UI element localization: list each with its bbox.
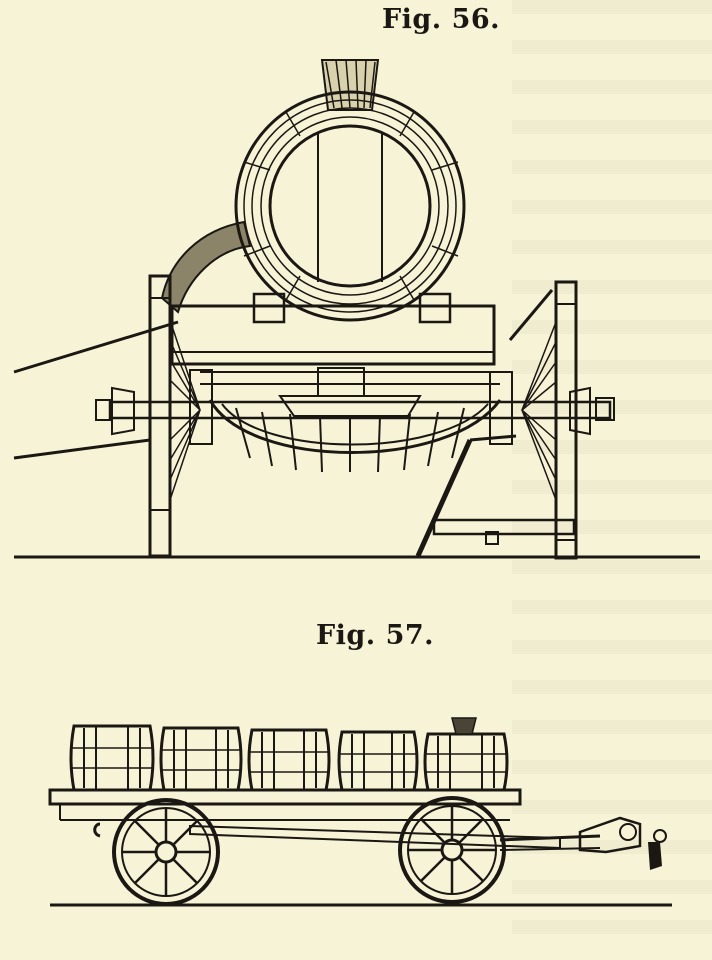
prop-stand bbox=[415, 289, 576, 558]
tow-hitch bbox=[499, 816, 667, 870]
barrel-2 bbox=[159, 726, 243, 792]
figure-56-illustration bbox=[13, 59, 700, 560]
barrel-3 bbox=[247, 728, 331, 792]
straw-tuft bbox=[451, 717, 477, 735]
barrel-1 bbox=[69, 724, 155, 792]
chock-left bbox=[252, 292, 286, 324]
figure-57-caption: Fig. 57. bbox=[316, 620, 435, 651]
center-frame bbox=[189, 367, 513, 445]
right-wheel bbox=[520, 280, 578, 560]
barrel-5 bbox=[423, 717, 509, 792]
barrel-4 bbox=[337, 730, 419, 792]
undercarriage bbox=[208, 399, 502, 473]
figure-56-caption: Fig. 56. bbox=[382, 4, 501, 35]
bleed-through-text bbox=[512, 0, 712, 960]
front-wheel bbox=[398, 796, 506, 904]
left-wheel bbox=[148, 274, 202, 558]
rear-wheel bbox=[112, 798, 220, 906]
barrel-end bbox=[234, 90, 466, 322]
chock-right bbox=[418, 292, 452, 324]
wagon-bed bbox=[170, 304, 496, 366]
